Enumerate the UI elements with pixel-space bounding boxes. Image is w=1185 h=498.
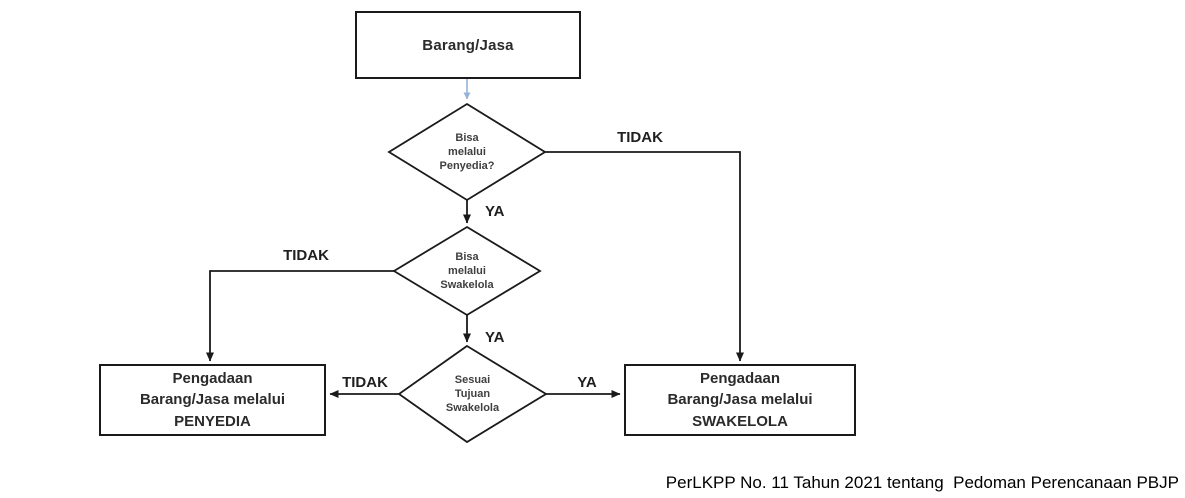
- decision1-diamond: [387, 102, 547, 202]
- swakelola-box: [624, 364, 856, 436]
- connector-decision2-tidak: [206, 270, 394, 362]
- source-caption: PerLKPP No. 11 Tahun 2021 tentang Pedoma…: [665, 473, 1179, 492]
- penyedia-box: [99, 364, 326, 436]
- decision2-diamond: [392, 225, 542, 317]
- decision3-diamond: [397, 344, 548, 444]
- start-box: [355, 11, 581, 79]
- connector-decision1-tidak: [545, 151, 744, 362]
